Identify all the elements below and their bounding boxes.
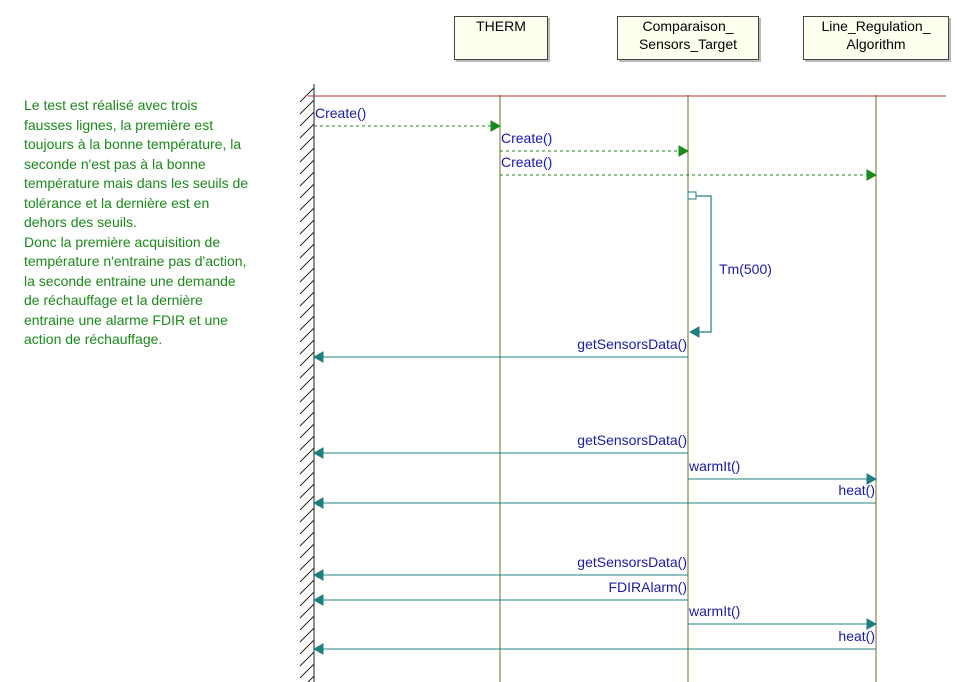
- message-arrowhead-8: [312, 569, 324, 581]
- message-arrowhead-7: [312, 497, 324, 509]
- boundary-hatch-mark: [299, 87, 315, 103]
- message-label-9: FDIRAlarm(): [608, 579, 687, 595]
- boundary-hatch-mark: [299, 627, 315, 643]
- boundary-hatch-mark: [299, 495, 315, 511]
- lifeline-box-comparaison[interactable]: Comparaison_ Sensors_Target: [617, 16, 759, 60]
- lifeline-box-line-regulation[interactable]: Line_Regulation_ Algorithm: [803, 16, 949, 60]
- boundary-hatch-mark: [299, 435, 315, 451]
- message-arrowhead-4: [312, 351, 324, 363]
- boundary-hatch-mark: [299, 399, 315, 415]
- message-label-self: Tm(500): [719, 261, 772, 277]
- message-arrowhead-9: [312, 594, 324, 606]
- boundary-hatch-mark: [299, 159, 315, 175]
- boundary-hatch-mark: [299, 507, 315, 523]
- boundary-hatch-mark: [299, 339, 315, 355]
- boundary-hatch-mark: [299, 111, 315, 127]
- boundary-hatch-mark: [299, 315, 315, 331]
- boundary-hatch-mark: [299, 291, 315, 307]
- message-arrowhead-0: [490, 120, 502, 132]
- activation-box: [687, 191, 697, 200]
- boundary-hatch-mark: [299, 351, 315, 367]
- boundary-hatch-mark: [299, 567, 315, 583]
- lifeline-label-line-regulation: Line_Regulation_ Algorithm: [821, 18, 931, 52]
- lifeline-box-therm[interactable]: THERM: [454, 16, 548, 60]
- test-description-note: Le test est réalisé avec trois fausses l…: [24, 97, 249, 347]
- lifeline-label-therm: THERM: [476, 18, 526, 34]
- message-arrowhead-11: [312, 643, 324, 655]
- boundary-hatch-mark: [299, 639, 315, 655]
- boundary-hatch-mark: [299, 591, 315, 607]
- boundary-hatch-mark: [299, 543, 315, 559]
- message-label-6: warmIt(): [689, 458, 741, 474]
- boundary-hatch-mark: [299, 387, 315, 403]
- boundary-hatch-mark: [299, 135, 315, 151]
- boundary-hatch-mark: [299, 411, 315, 427]
- message-label-0: Create(): [315, 105, 367, 121]
- message-label-11: heat(): [838, 628, 875, 644]
- message-label-4: getSensorsData(): [577, 336, 687, 352]
- boundary-hatch-mark: [299, 327, 315, 343]
- boundary-hatch-mark: [299, 255, 315, 271]
- self-message-arrowhead: [688, 326, 700, 338]
- boundary-hatch-mark: [299, 459, 315, 475]
- boundary-hatch-mark: [299, 375, 315, 391]
- message-label-7: heat(): [838, 482, 875, 498]
- boundary-hatch-mark: [299, 267, 315, 283]
- boundary-hatch-mark: [299, 447, 315, 463]
- boundary-hatch-mark: [299, 519, 315, 535]
- message-label-8: getSensorsData(): [577, 554, 687, 570]
- boundary-hatch-mark: [299, 603, 315, 619]
- boundary-hatch-mark: [307, 675, 315, 682]
- message-label-10: warmIt(): [689, 603, 741, 619]
- boundary-hatch-mark: [299, 483, 315, 499]
- boundary-hatch-mark: [299, 531, 315, 547]
- boundary-hatch-mark: [299, 231, 315, 247]
- message-label-1: Create(): [501, 130, 553, 146]
- message-arrowhead-6: [866, 473, 878, 485]
- boundary-hatch-mark: [299, 219, 315, 235]
- boundary-hatch-mark: [299, 279, 315, 295]
- boundary-hatch-mark: [299, 171, 315, 187]
- boundary-hatch-mark: [299, 123, 315, 139]
- message-arrowhead-5: [312, 447, 324, 459]
- self-message-line: [694, 195, 712, 333]
- lifeline-label-comparaison: Comparaison_ Sensors_Target: [638, 18, 738, 52]
- message-arrowhead-10: [866, 618, 878, 630]
- boundary-hatch-mark: [299, 471, 315, 487]
- message-label-2: Create(): [501, 154, 553, 170]
- boundary-hatch-mark: [299, 99, 315, 115]
- message-label-5: getSensorsData(): [577, 432, 687, 448]
- boundary-hatch-mark: [299, 615, 315, 631]
- boundary-hatch-mark: [299, 651, 315, 667]
- boundary-hatch-mark: [299, 363, 315, 379]
- boundary-hatch-mark: [299, 147, 315, 163]
- message-arrowhead-1: [678, 145, 690, 157]
- boundary-hatch-mark: [299, 243, 315, 259]
- boundary-hatch-mark: [299, 555, 315, 571]
- message-arrowhead-2: [866, 169, 878, 181]
- boundary-hatch-mark: [299, 183, 315, 199]
- boundary-hatch-mark: [299, 207, 315, 223]
- boundary-hatch-mark: [299, 663, 315, 679]
- boundary-hatch-mark: [299, 195, 315, 211]
- boundary-hatch-mark: [299, 303, 315, 319]
- boundary-hatch-mark: [299, 579, 315, 595]
- boundary-hatch-mark: [299, 423, 315, 439]
